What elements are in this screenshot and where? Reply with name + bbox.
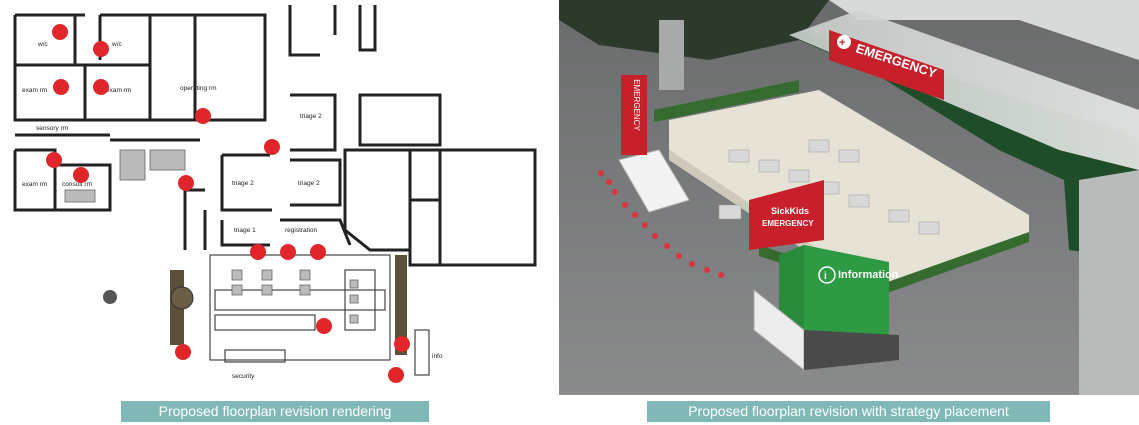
placement-marker bbox=[310, 244, 326, 260]
room-label-triage: triage 2 bbox=[232, 180, 254, 187]
room-label-triage: triage 1 bbox=[234, 227, 256, 234]
pillar-sign-text: EMERGENCY bbox=[632, 79, 641, 131]
placement-marker bbox=[280, 244, 296, 260]
planter-strip-right bbox=[395, 255, 407, 355]
placement-marker bbox=[52, 24, 68, 40]
placement-marker bbox=[73, 167, 89, 183]
placement-marker bbox=[195, 108, 211, 124]
room-label-exam: exam rm bbox=[106, 87, 131, 94]
caption-left: Proposed floorplan revision rendering bbox=[121, 401, 429, 422]
info-icon bbox=[818, 266, 836, 284]
placement-marker bbox=[53, 79, 69, 95]
room-label-registration: registration bbox=[285, 227, 318, 234]
information-kiosk: i Information bbox=[753, 245, 899, 372]
placement-marker bbox=[175, 344, 191, 360]
strategy-markers bbox=[46, 24, 410, 383]
room-label-exam: exam rm bbox=[22, 87, 47, 94]
room-labels: w/c w/c exam rm exam rm operating rm sen… bbox=[22, 41, 443, 380]
placement-marker bbox=[93, 41, 109, 57]
information-sign-text: Information bbox=[838, 269, 899, 281]
placement-marker bbox=[46, 152, 62, 168]
rendering-panel: + EMERGENCY EMERGENCY SickKids bbox=[559, 0, 1139, 395]
placement-marker bbox=[178, 175, 194, 191]
room-label-wc: w/c bbox=[37, 41, 49, 48]
accessibility-marker bbox=[103, 290, 117, 304]
room-label-consult: consult rm bbox=[62, 181, 92, 188]
room-label-triage: triage 2 bbox=[300, 113, 322, 120]
paw-prints bbox=[598, 170, 724, 278]
waiting-seats bbox=[718, 139, 940, 235]
room-label-security: security bbox=[232, 373, 255, 380]
floorplan-panel: w/c w/c exam rm exam rm operating rm sen… bbox=[0, 0, 549, 395]
floorplan-drawing: w/c w/c exam rm exam rm operating rm sen… bbox=[13, 5, 537, 383]
info-icon-glyph: i bbox=[824, 271, 827, 282]
placement-marker bbox=[250, 244, 266, 260]
building-top-right bbox=[829, 0, 1139, 60]
rendering-image: + EMERGENCY EMERGENCY SickKids bbox=[559, 0, 1139, 395]
caption-right: Proposed floorplan revision with strateg… bbox=[647, 401, 1050, 422]
pillar-sign: EMERGENCY bbox=[621, 75, 647, 155]
planter-circle bbox=[170, 286, 194, 310]
room-label-exam: exam rm bbox=[22, 181, 47, 188]
room-label-sensory: sensory rm bbox=[36, 125, 68, 132]
furniture bbox=[64, 149, 359, 324]
room-label-info: info bbox=[432, 353, 443, 360]
placement-marker bbox=[264, 139, 280, 155]
room-label-operating: operating rm bbox=[180, 85, 217, 92]
sickkids-brand: SickKids bbox=[771, 206, 809, 216]
placement-marker bbox=[316, 318, 332, 334]
room-label-wc: w/c bbox=[111, 41, 123, 48]
plus-icon: + bbox=[839, 37, 845, 49]
placement-marker bbox=[394, 336, 410, 352]
sickkids-text: EMERGENCY bbox=[762, 219, 814, 228]
placement-marker bbox=[93, 79, 109, 95]
side-building bbox=[1079, 170, 1139, 395]
sickkids-sign: SickKids EMERGENCY bbox=[749, 180, 824, 250]
waiting-enclosure bbox=[669, 90, 1029, 290]
placement-marker bbox=[388, 367, 404, 383]
room-label-triage: triage 2 bbox=[298, 180, 320, 187]
floorplan-walls bbox=[13, 5, 537, 267]
column bbox=[659, 20, 684, 90]
building-top bbox=[559, 0, 829, 60]
